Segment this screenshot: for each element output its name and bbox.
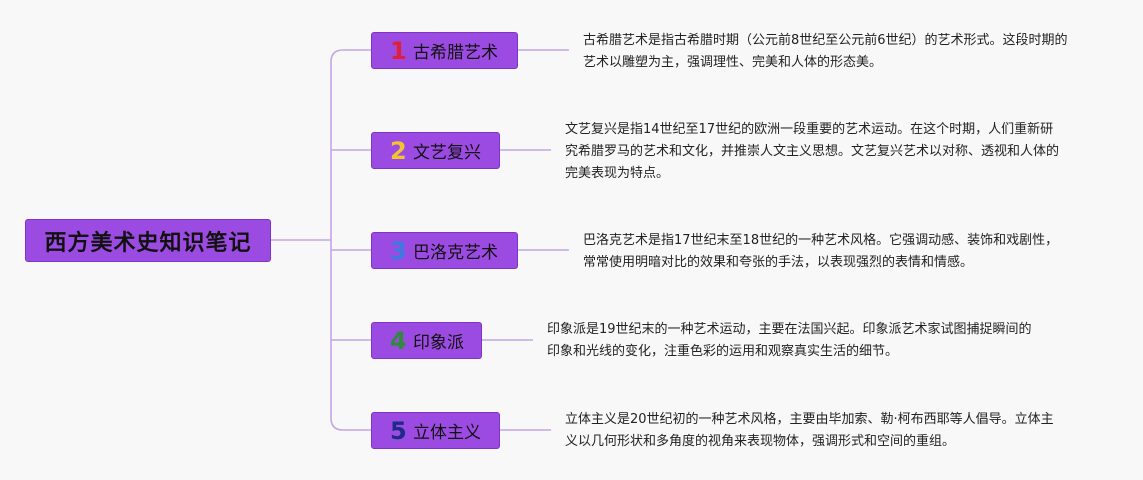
branch-description-1: 古希腊艺术是指古希腊时期（公元前8世纪至公元前6世纪）的艺术形式。这段时期的艺术… bbox=[583, 33, 1068, 70]
branch-description-2: 文艺复兴是指14世纪至17世纪的欧洲一段重要的艺术运动。在这个时期，人们重新研究… bbox=[565, 122, 1060, 181]
branch-node-2[interactable]: 2 文艺复兴 bbox=[371, 132, 500, 169]
branch-number-5: 5 bbox=[390, 416, 407, 445]
branch-title-3: 巴洛克艺术 bbox=[413, 243, 498, 263]
branch-title-4: 印象派 bbox=[413, 333, 464, 353]
branch-number-4: 4 bbox=[390, 326, 407, 355]
branch-number-1: 1 bbox=[390, 36, 407, 65]
branch-title-5: 立体主义 bbox=[413, 423, 481, 443]
root-title: 西方美术史知识笔记 bbox=[44, 230, 252, 256]
branch-description-5: 立体主义是20世纪初的一种艺术风格，主要由毕加索、勒·柯布西耶等人倡导。立体主义… bbox=[565, 412, 1054, 449]
spine-connector bbox=[330, 49, 371, 431]
branch-title-1: 古希腊艺术 bbox=[413, 43, 498, 63]
branch-node-1[interactable]: 1 古希腊艺术 bbox=[371, 32, 518, 69]
branch-node-4[interactable]: 4 印象派 bbox=[371, 322, 482, 359]
branch-number-2: 2 bbox=[390, 136, 407, 165]
branch-node-3[interactable]: 3 巴洛克艺术 bbox=[371, 232, 518, 269]
branch-node-5[interactable]: 5 立体主义 bbox=[371, 412, 500, 449]
branch-title-2: 文艺复兴 bbox=[413, 143, 481, 163]
branch-number-3: 3 bbox=[390, 236, 407, 265]
root-node[interactable]: 西方美术史知识笔记 bbox=[25, 219, 271, 262]
branch-description-4: 印象派是19世纪末的一种艺术运动，主要在法国兴起。印象派艺术家试图捕捉瞬间的印象… bbox=[547, 322, 1032, 359]
branch-description-3: 巴洛克艺术是指17世纪末至18世纪的一种艺术风格。它强调动感、装饰和戏剧性，常常… bbox=[583, 233, 1059, 270]
